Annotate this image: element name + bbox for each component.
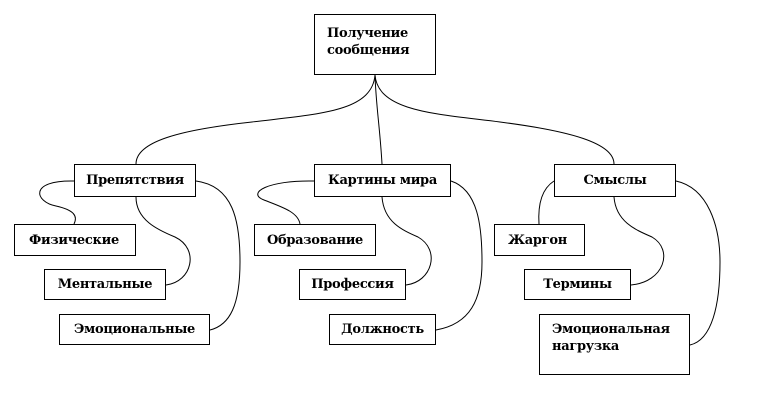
node-education: Образование bbox=[254, 224, 376, 256]
connector-meanings-emoload bbox=[675, 180, 721, 346]
node-root: Получение сообщения bbox=[314, 14, 436, 75]
node-jargon: Жаргон bbox=[494, 224, 585, 256]
connector-root-meanings bbox=[374, 74, 615, 165]
connector-worldview-education bbox=[257, 180, 315, 225]
connector-worldview-profession bbox=[381, 196, 432, 286]
node-emotional: Эмоциональные bbox=[59, 314, 210, 345]
connector-obstacles-mental bbox=[135, 196, 191, 286]
connector-root-worldview bbox=[374, 74, 383, 165]
node-worldview: Картины мира bbox=[314, 164, 451, 197]
node-profession: Профессия bbox=[299, 269, 406, 300]
connector-obstacles-physical bbox=[39, 180, 76, 225]
node-position: Должность bbox=[329, 314, 436, 345]
connector-meanings-terms bbox=[613, 196, 665, 286]
connector-obstacles-emotional bbox=[195, 180, 241, 331]
node-physical: Физические bbox=[14, 224, 136, 256]
node-terms: Термины bbox=[524, 269, 631, 300]
node-obstacles: Препятствия bbox=[74, 164, 196, 197]
connector-worldview-position bbox=[435, 180, 483, 331]
node-emotional-load: Эмоциональная нагрузка bbox=[539, 314, 690, 375]
connector-root-obstacles bbox=[135, 74, 376, 165]
connector-meanings-jargon bbox=[538, 180, 555, 225]
node-meanings: Смыслы bbox=[554, 164, 676, 197]
node-mental: Ментальные bbox=[44, 269, 166, 300]
